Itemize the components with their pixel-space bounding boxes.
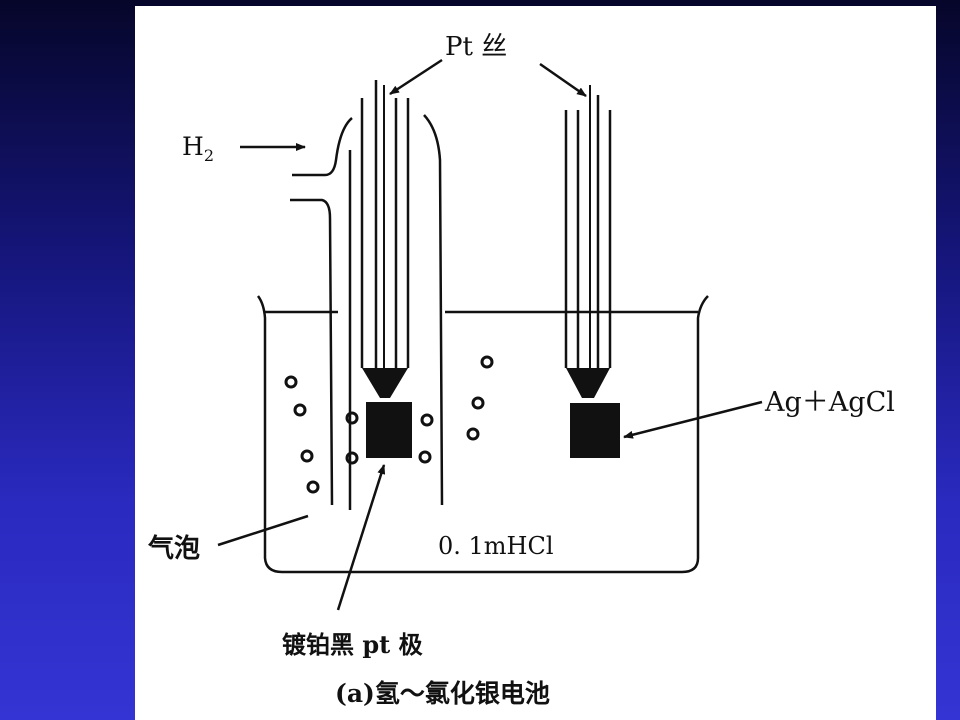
pt-wire-label: Pt 丝 — [445, 32, 507, 62]
agagcl-block — [570, 403, 620, 458]
agagcl-label: Ag＋AgCl — [764, 387, 895, 418]
gas-bubbles — [284, 355, 494, 494]
h2-subscript: 2 — [204, 146, 214, 165]
hydrogen-electrode-tube — [360, 80, 410, 370]
agagcl-arrow — [623, 400, 763, 439]
pt-wire-arrow-right — [539, 62, 587, 98]
platinized-pt-plate — [366, 402, 412, 458]
hcl-label: 0. 1mHCl — [438, 532, 554, 560]
bubbles-label: 气泡 — [147, 533, 200, 564]
agagcl-electrode-tube — [564, 85, 612, 370]
h2-label: H2 — [182, 132, 214, 165]
hydrogen-electrode-seal — [362, 368, 408, 398]
pointer-arrows — [217, 58, 763, 611]
pt-wire-arrow-left — [389, 58, 443, 96]
slide-panel — [135, 6, 936, 720]
hydrogen-electrode-jacket — [290, 114, 444, 510]
agagcl-electrode-seal — [566, 368, 610, 398]
beaker — [256, 295, 709, 574]
diagram-caption: (a)氢～氯化银电池 — [335, 679, 550, 708]
bubbles-leader — [217, 514, 309, 547]
platinized-arrow — [336, 464, 386, 611]
platinized-electrode-label: 镀铂黑 pt 极 — [282, 630, 423, 659]
